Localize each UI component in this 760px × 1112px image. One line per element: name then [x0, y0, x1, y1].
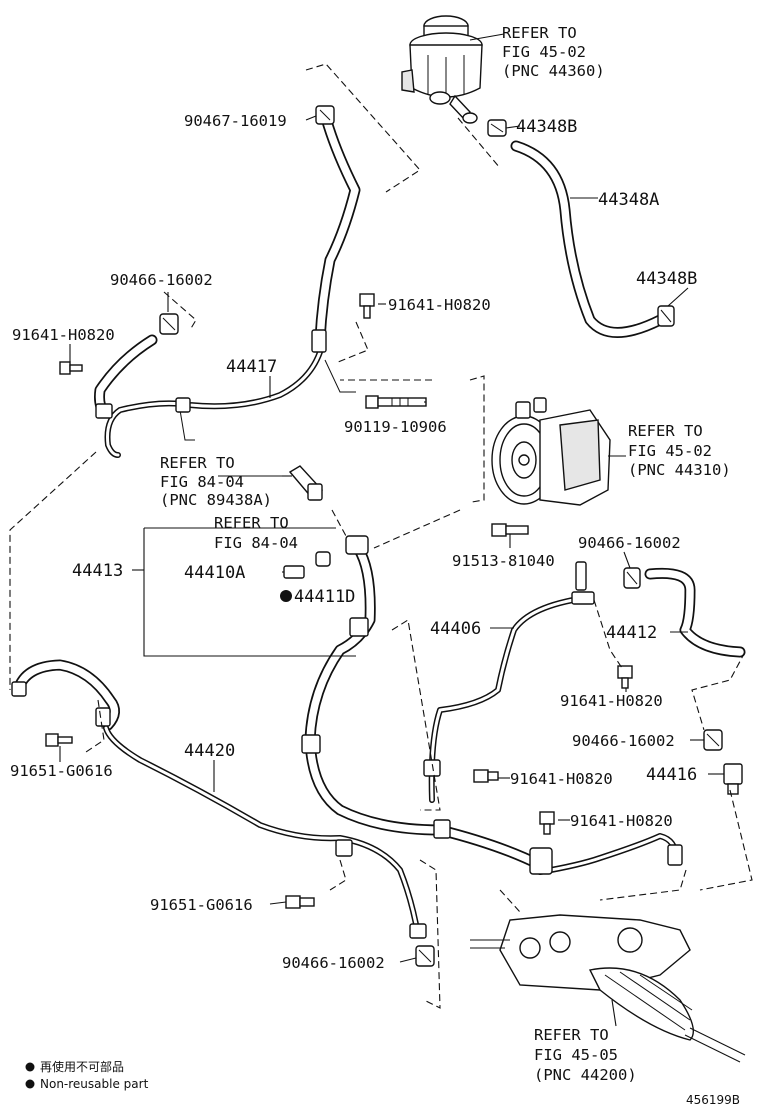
ref-gear: REFER TO FIG 45-05 (PNC 44200): [534, 1026, 637, 1084]
return-pipe-44417[interactable]: [104, 329, 357, 458]
svg-text:FIG 84-04: FIG 84-04: [214, 534, 298, 552]
legend-bullet-jp: [25, 1062, 35, 1072]
power-steering-pump[interactable]: [491, 397, 611, 506]
svg-text:REFER TO: REFER TO: [534, 1026, 609, 1044]
label-91513-81040: 91513-81040: [452, 552, 555, 570]
union-44410A[interactable]: [283, 565, 305, 579]
svg-text:FIG 45-02: FIG 45-02: [502, 43, 586, 61]
bolt-91641-H0820-d[interactable]: [473, 769, 499, 783]
svg-text:REFER TO: REFER TO: [502, 24, 577, 42]
label-44420: 44420: [184, 741, 235, 761]
clip-90466-16002-c[interactable]: [703, 729, 723, 751]
clamp-44348B-right[interactable]: [657, 305, 675, 327]
label-44410A: 44410A: [184, 563, 245, 583]
label-44416: 44416: [646, 765, 697, 785]
pressure-hose[interactable]: [301, 535, 546, 871]
pressure-pipe-44406[interactable]: [423, 561, 595, 803]
svg-text:FIG 84-04: FIG 84-04: [160, 473, 244, 491]
figure-id: 456199B: [686, 1093, 740, 1107]
clamp-44348B-top[interactable]: [487, 119, 507, 137]
pressure-sensor[interactable]: [288, 465, 324, 501]
svg-text:(PNC 44310): (PNC 44310): [628, 461, 731, 479]
svg-text:REFER TO: REFER TO: [160, 454, 235, 472]
label-91641-H0820-c: 91641-H0820: [560, 692, 663, 710]
svg-text:REFER TO: REFER TO: [628, 422, 703, 440]
non-reusable-marker-44411D: [280, 590, 292, 602]
hose-left-short[interactable]: [94, 334, 191, 419]
bolt-91513-81040[interactable]: [491, 523, 529, 537]
svg-text:(PNC 89438A): (PNC 89438A): [160, 491, 272, 509]
label-90466-16002-a: 90466-16002: [110, 271, 213, 289]
legend-jp: 再使用不可部品: [40, 1059, 124, 1074]
svg-text:(PNC 44360): (PNC 44360): [502, 62, 605, 80]
legend-en: Non-reusable part: [40, 1077, 149, 1091]
cooler-pipe-44420[interactable]: [11, 659, 427, 939]
label-91641-H0820-a: 91641-H0820: [12, 326, 115, 344]
leader-lines: [9, 33, 753, 1027]
label-91641-H0820-d: 91641-H0820: [510, 770, 613, 788]
legend: 再使用不可部品 Non-reusable part: [25, 1059, 149, 1091]
clip-90467-16019[interactable]: [315, 105, 335, 125]
label-91651-G0616-a: 91651-G0616: [10, 762, 113, 780]
return-pipe-lower[interactable]: [529, 833, 683, 875]
svg-text:FIG 45-05: FIG 45-05: [534, 1046, 618, 1064]
reservoir-tank[interactable]: [401, 15, 483, 124]
bolt-91641-H0820-a[interactable]: [59, 361, 83, 375]
union-44416[interactable]: [723, 763, 743, 795]
label-44411D: 44411D: [294, 587, 355, 607]
label-44348B-top: 44348B: [516, 117, 577, 137]
label-91641-H0820-b: 91641-H0820: [388, 296, 491, 314]
gasket-44411D[interactable]: [315, 551, 331, 567]
bolt-91641-H0820-e[interactable]: [539, 811, 555, 835]
label-90466-16002-d: 90466-16002: [282, 954, 385, 972]
hose-44348A[interactable]: [510, 140, 666, 338]
steering-gear[interactable]: [470, 914, 746, 1063]
ref-sensor2: REFER TO FIG 84-04: [214, 514, 298, 552]
ref-sensor: REFER TO FIG 84-04 (PNC 89438A): [160, 454, 272, 509]
label-44417: 44417: [226, 357, 277, 377]
svg-text:FIG 45-02: FIG 45-02: [628, 442, 712, 460]
clip-90466-16002-d[interactable]: [415, 945, 435, 967]
svg-text:REFER TO: REFER TO: [214, 514, 289, 532]
bolt-90119-10906[interactable]: [365, 395, 427, 409]
return-hose-upper[interactable]: [314, 112, 361, 346]
bolt-91641-H0820-c[interactable]: [617, 665, 633, 689]
bolt-91641-H0820-b[interactable]: [359, 293, 375, 319]
legend-bullet-en: [25, 1079, 35, 1089]
label-44413: 44413: [72, 561, 123, 581]
label-44348A: 44348A: [598, 190, 659, 210]
label-91641-H0820-e: 91641-H0820: [570, 812, 673, 830]
bolt-91651-G0616-a[interactable]: [45, 733, 73, 747]
svg-text:(PNC 44200): (PNC 44200): [534, 1066, 637, 1084]
bolt-91651-G0616-b[interactable]: [285, 895, 315, 909]
label-90466-16002-c: 90466-16002: [572, 732, 675, 750]
ref-reservoir: REFER TO FIG 45-02 (PNC 44360): [502, 24, 605, 80]
label-44348B-right: 44348B: [636, 269, 697, 289]
hose-44412[interactable]: [644, 567, 746, 658]
clip-90466-16002-b[interactable]: [623, 567, 641, 589]
label-90466-16002-b: 90466-16002: [578, 534, 681, 552]
ref-pump: REFER TO FIG 45-02 (PNC 44310): [628, 422, 731, 479]
label-91651-G0616-b: 91651-G0616: [150, 896, 253, 914]
label-44412: 44412: [606, 623, 657, 643]
clip-90466-16002-a[interactable]: [159, 313, 179, 335]
label-90467-16019: 90467-16019: [184, 112, 287, 130]
label-90119-10906: 90119-10906: [344, 418, 447, 436]
label-44406: 44406: [430, 619, 481, 639]
